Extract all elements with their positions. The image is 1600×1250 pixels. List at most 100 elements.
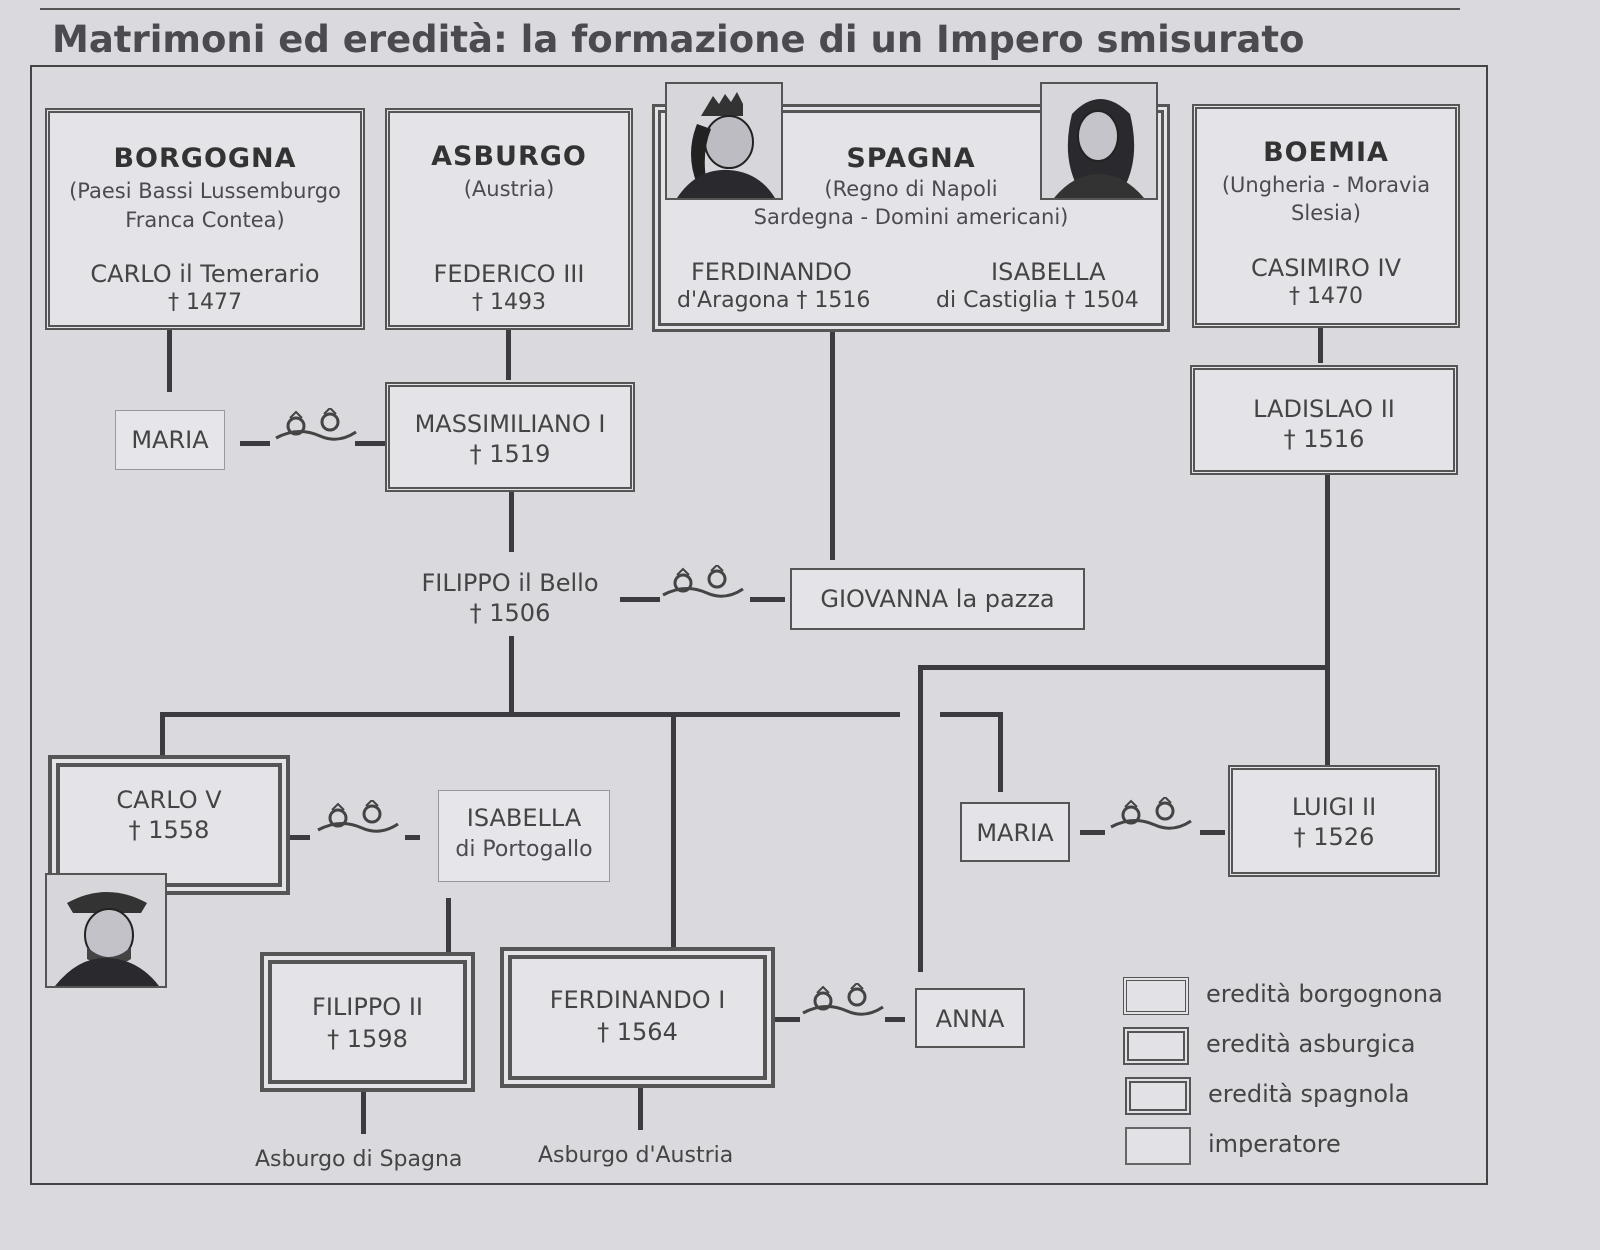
- house-territories: Sardegna - Domini americani): [753, 205, 1069, 229]
- house-boemia: BOEMIA (Ungheria - Moravia Slesia) CASIM…: [1192, 104, 1460, 328]
- line-filippo-asburgo-spagna: [361, 1092, 366, 1134]
- diagram-frame: [30, 65, 1488, 1185]
- line-carlo-filippo-ii: [446, 898, 451, 953]
- legend-swatch-spagnola: [1125, 1077, 1191, 1115]
- ruler-name: FERDINANDO: [691, 258, 852, 286]
- portrait-icon: [1040, 82, 1158, 200]
- person-death: † 1598: [327, 1025, 408, 1053]
- ruler-name: CARLO il Temerario: [90, 260, 320, 288]
- descendant-asburgo-spagna: Asburgo di Spagna: [255, 1147, 463, 1172]
- ruler-detail: d'Aragona † 1516: [677, 288, 871, 313]
- legend-label: imperatore: [1208, 1130, 1341, 1158]
- line-spagna-giovanna: [830, 330, 835, 560]
- person-death: † 1526: [1293, 823, 1375, 851]
- line-borgogna-maria: [167, 330, 172, 392]
- descendant-asburgo-austria: Asburgo d'Austria: [538, 1143, 734, 1168]
- marriage-bar: [290, 835, 310, 840]
- wedding-rings-icon: [802, 983, 884, 1016]
- person-name: FILIPPO II: [312, 993, 423, 1021]
- person-name: FERDINANDO I: [549, 986, 726, 1014]
- portrait-icon: [45, 873, 167, 988]
- person-death: † 1516: [1283, 425, 1365, 453]
- line-maria-stub: [940, 712, 1002, 717]
- person-name: MARIA: [131, 426, 209, 454]
- wedding-rings-icon: [662, 565, 744, 598]
- house-territories: (Austria): [463, 177, 555, 201]
- house-name: BORGOGNA: [113, 143, 297, 174]
- line-ladislao-luigi: [1325, 472, 1330, 767]
- legend-label: eredità spagnola: [1208, 1080, 1410, 1108]
- wedding-rings-icon: [1110, 797, 1192, 830]
- person-giovanna: GIOVANNA la pazza: [790, 568, 1085, 630]
- person-maria-borgogna: MARIA: [115, 410, 225, 470]
- marriage-bar: [750, 597, 785, 602]
- portrait-carlo-v-icon: [47, 875, 165, 986]
- ruler-death: † 1477: [168, 290, 242, 315]
- house-territories: (Paesi Bassi Lussemburgo: [69, 179, 341, 203]
- house-name: SPAGNA: [846, 143, 976, 174]
- ruler-death: † 1470: [1289, 284, 1363, 309]
- legend-swatch-asburgica: [1123, 1027, 1189, 1065]
- person-death: † 1558: [128, 816, 210, 844]
- person-ladislao: LADISLAO II † 1516: [1190, 365, 1458, 475]
- top-rule: [40, 8, 1460, 10]
- portrait-ferdinando-icon: [667, 84, 781, 198]
- house-territories: Slesia): [1291, 201, 1361, 225]
- person-filippo-ii: FILIPPO II † 1598: [260, 952, 475, 1092]
- wedding-rings-icon: [317, 800, 399, 833]
- line-ferdinando-asburgo-austria: [638, 1088, 643, 1130]
- person-massimiliano: MASSIMILIANO I † 1519: [385, 382, 635, 492]
- person-name: ISABELLA: [466, 804, 582, 832]
- line-to-ferdinando: [671, 712, 676, 947]
- person-filippo-bello-death: † 1506: [469, 599, 551, 627]
- legend-label: eredità asburgica: [1206, 1030, 1416, 1058]
- person-name: CARLO V: [116, 786, 222, 814]
- marriage-bar: [885, 1017, 905, 1022]
- marriage-bar: [1080, 830, 1105, 835]
- marriage-bar: [1200, 830, 1225, 835]
- line-children-horizontal: [160, 712, 900, 717]
- line-ladislao-anna-horizontal: [918, 665, 1328, 670]
- person-anna: ANNA: [915, 988, 1025, 1048]
- marriage-bar: [405, 835, 420, 840]
- person-death: † 1519: [469, 440, 551, 468]
- person-carlo-v: CARLO V † 1558: [48, 755, 290, 895]
- legend-swatch-borgognona: [1123, 977, 1189, 1015]
- person-name: LUIGI II: [1291, 793, 1377, 821]
- ruler-detail: di Castiglia † 1504: [936, 288, 1139, 313]
- ruler-death: † 1493: [472, 290, 546, 315]
- house-territories: (Regno di Napoli: [824, 177, 998, 201]
- line-to-carlo: [160, 712, 165, 757]
- portrait-icon: [665, 82, 783, 200]
- person-name: GIOVANNA la pazza: [820, 585, 1055, 613]
- person-name: LADISLAO II: [1253, 395, 1395, 423]
- legend-swatch-imperatore: [1125, 1127, 1191, 1165]
- marriage-bar: [775, 1017, 800, 1022]
- person-detail: di Portogallo: [455, 837, 593, 862]
- marriage-bar: [355, 441, 385, 446]
- line-to-maria: [998, 712, 1003, 792]
- legend-label: eredità borgognona: [1206, 980, 1443, 1008]
- person-name: ANNA: [935, 1005, 1005, 1033]
- wedding-rings-icon: [275, 408, 357, 441]
- house-name: ASBURGO: [431, 141, 587, 172]
- person-death: † 1564: [597, 1018, 678, 1046]
- ruler-name: FEDERICO III: [433, 260, 585, 288]
- house-territories: Franca Contea): [125, 208, 285, 232]
- house-asburgo: ASBURGO (Austria) FEDERICO III † 1493: [385, 108, 633, 330]
- person-name: MARIA: [976, 819, 1054, 847]
- marriage-bar: [620, 597, 660, 602]
- ruler-name: CASIMIRO IV: [1251, 254, 1401, 282]
- person-name: MASSIMILIANO I: [414, 410, 606, 438]
- person-luigi: LUIGI II † 1526: [1228, 765, 1440, 877]
- house-spagna: SPAGNA (Regno di Napoli Sardegna - Domin…: [652, 104, 1170, 332]
- line-boemia-ladislao: [1318, 325, 1323, 363]
- marriage-bar: [240, 441, 270, 446]
- person-isabella-portogallo: ISABELLA di Portogallo: [438, 790, 610, 882]
- portrait-isabella-icon: [1042, 84, 1156, 198]
- person-ferdinando-i: FERDINANDO I † 1564: [500, 947, 775, 1088]
- diagram-title: Matrimoni ed eredità: la formazione di u…: [52, 18, 1305, 61]
- line-ladislao-anna-vertical: [918, 665, 923, 972]
- person-filippo-bello-name: FILIPPO il Bello: [421, 569, 599, 597]
- ruler-name: ISABELLA: [991, 258, 1106, 286]
